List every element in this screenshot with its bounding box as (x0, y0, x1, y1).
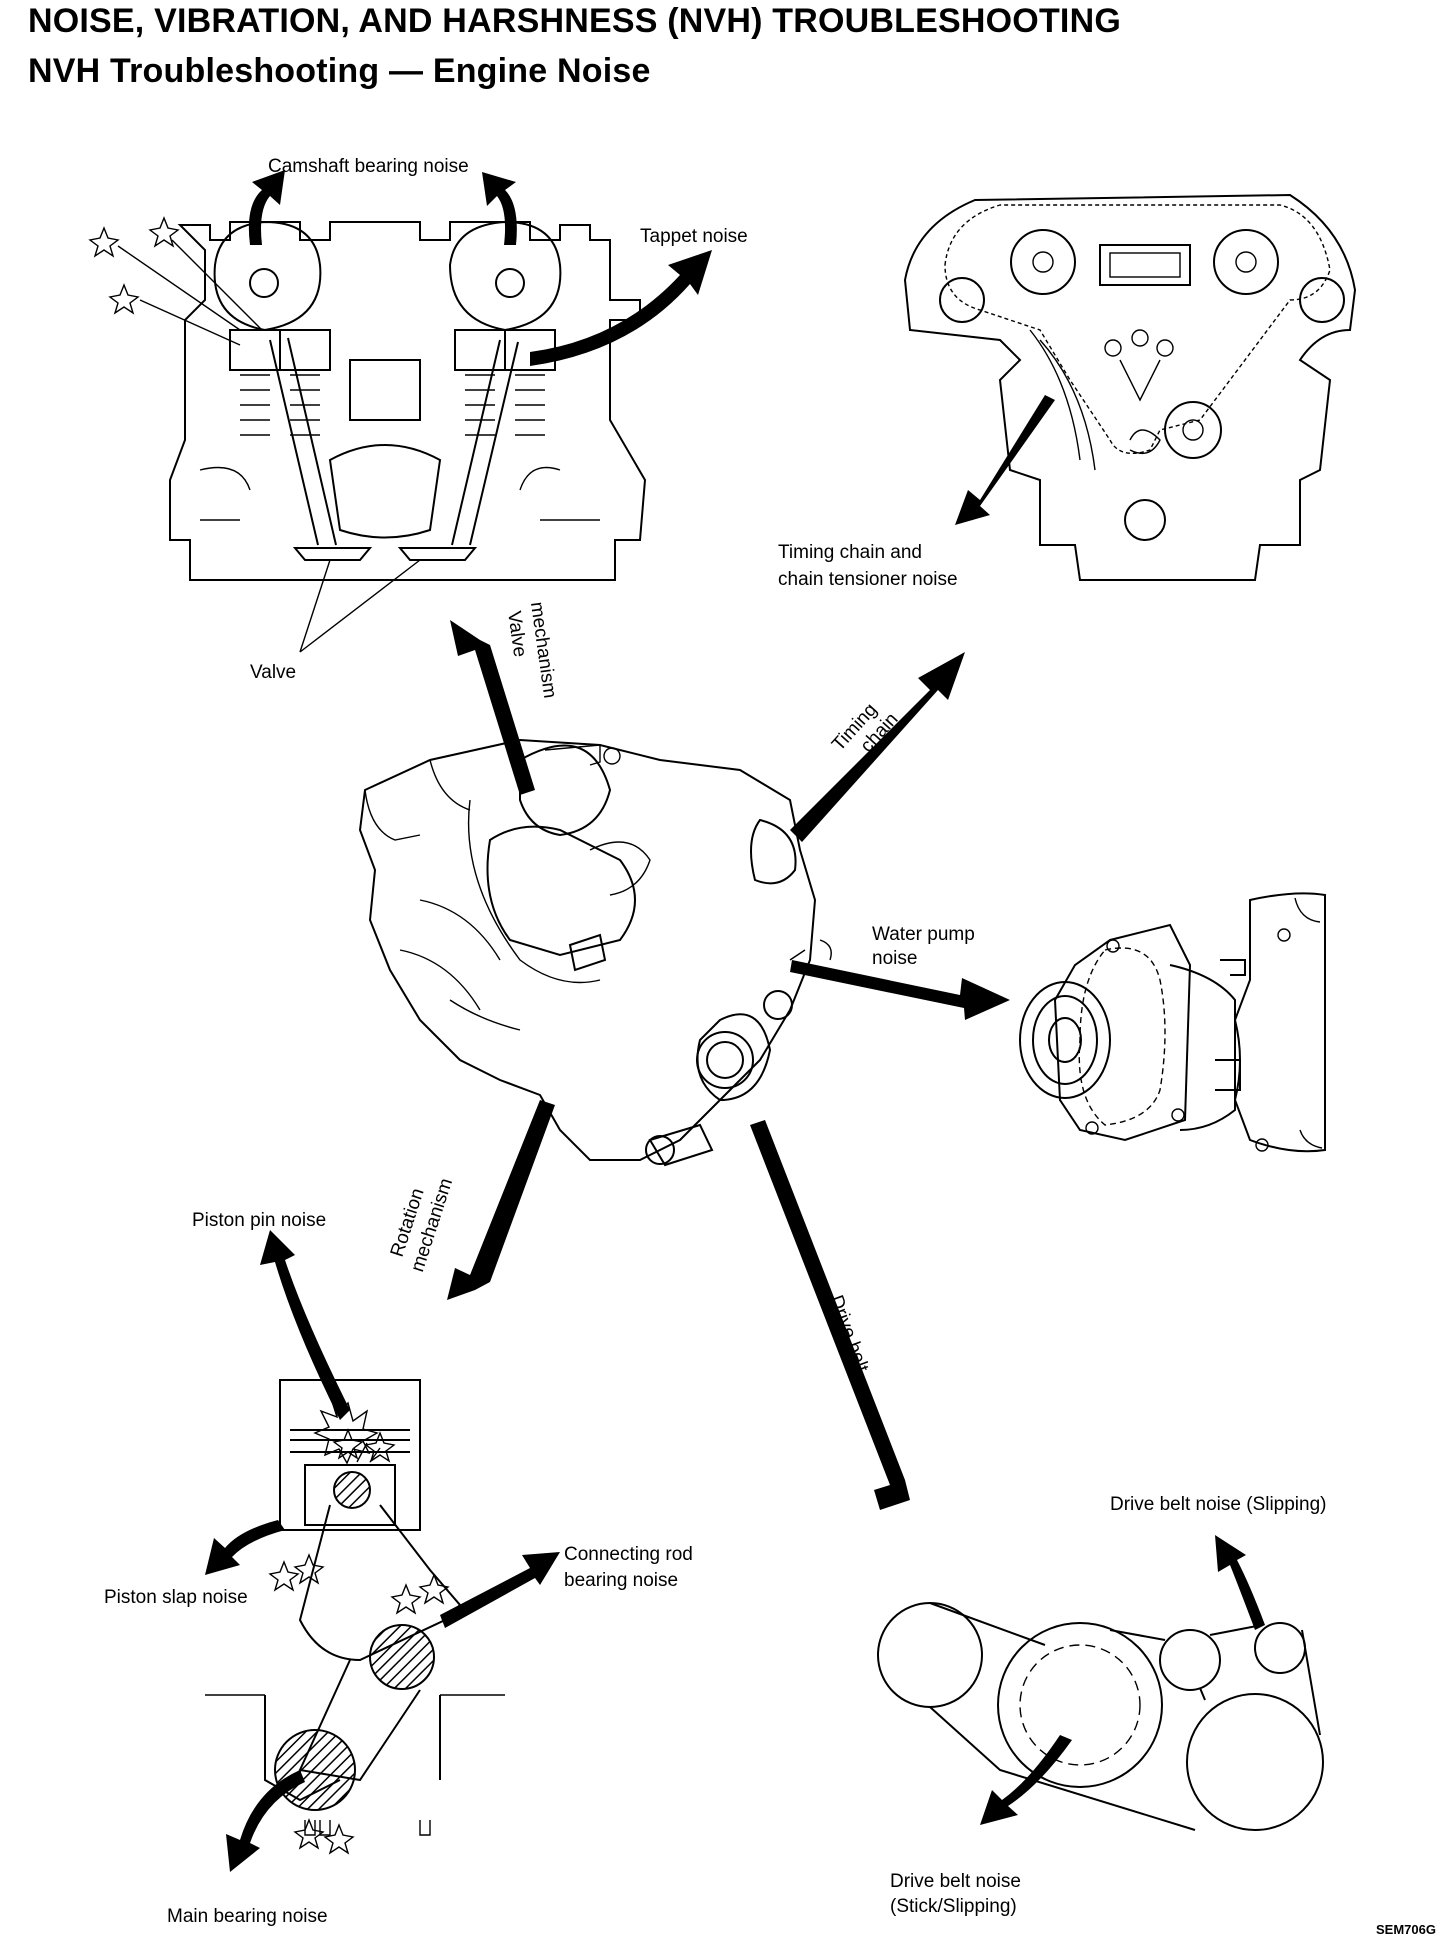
label-valve-mechanism-line2: mechanism (526, 600, 560, 699)
label-main-bearing-noise: Main bearing noise (167, 1906, 328, 1927)
label-timing-chain-noise-line1: Timing chain and (778, 542, 922, 563)
label-drive-belt-slipping: Drive belt noise (Slipping) (1110, 1494, 1327, 1515)
label-water-pump-noise-line2: noise (872, 948, 917, 969)
page-title: NOISE, VIBRATION, AND HARSHNESS (NVH) TR… (28, 2, 1121, 40)
water-pump-illustration (1019, 892, 1326, 1153)
engine-assembly-illustration (358, 620, 1010, 1510)
timing-chain-illustration (903, 193, 1357, 581)
label-drive-belt-stick-line1: Drive belt noise (890, 1871, 1021, 1892)
label-connecting-rod-line1: Connecting rod (564, 1544, 693, 1565)
label-piston-pin-noise: Piston pin noise (192, 1210, 326, 1231)
label-valve-mechanism-line1: Valve (503, 610, 530, 659)
label-drive-belt-stick-line2: (Stick/Slipping) (890, 1896, 1017, 1917)
label-tappet-noise: Tappet noise (640, 226, 748, 247)
cylinder-head-illustration (88, 170, 712, 653)
figure-code: SEM706G (1376, 1922, 1436, 1937)
page-subtitle: NVH Troubleshooting — Engine Noise (28, 52, 651, 90)
piston-connecting-rod-illustration (205, 1230, 560, 1872)
label-water-pump-noise-line1: Water pump (872, 924, 975, 945)
label-valve: Valve (250, 662, 296, 683)
label-connecting-rod-line2: bearing noise (564, 1570, 678, 1591)
label-timing-chain-noise-line2: chain tensioner noise (778, 569, 958, 590)
label-rotation-mechanism: Rotation mechanism (387, 1176, 457, 1275)
label-camshaft-bearing-noise: Camshaft bearing noise (268, 156, 469, 177)
drive-belt-illustration (877, 1535, 1324, 1831)
label-piston-slap-noise: Piston slap noise (104, 1587, 248, 1608)
label-valve-mechanism: Valve mechanism (503, 600, 560, 699)
